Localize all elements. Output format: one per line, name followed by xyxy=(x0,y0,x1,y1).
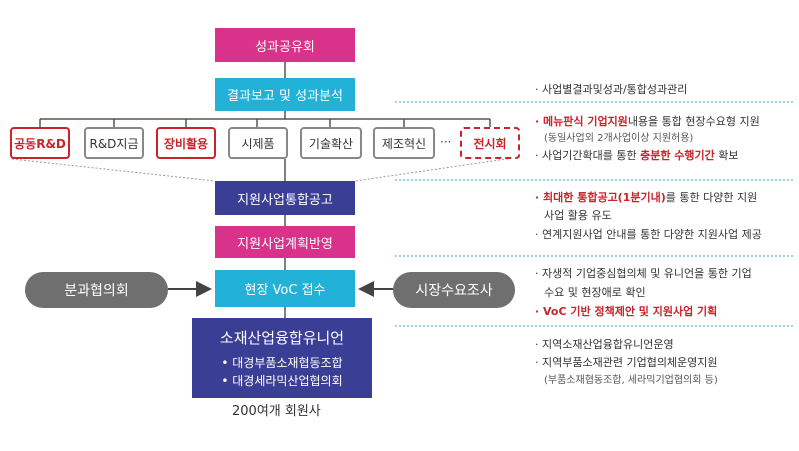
union-item: • 대경부품소재협동조합 xyxy=(221,355,343,370)
note-union-operation: · 지역소재산업융합유니언운영 xyxy=(535,338,674,351)
note-integrated-announcement: · 최대한 통합공고(1분기내)를 통한 다양한 지원 xyxy=(535,191,758,204)
item-joint-rnd: 공동R&D xyxy=(10,127,70,159)
report-analysis-box: 결과보고 및 성과분석 xyxy=(215,78,355,111)
note-period-extension: · 사업기간확대를 통한 충분한 수행기간 확보 xyxy=(535,149,739,162)
item-manufacturing-innovation: 제조혁신 xyxy=(373,127,435,159)
member-count: 200여개 회원사 xyxy=(232,404,321,419)
note-company-council-cont: 수요 및 현장애로 확인 xyxy=(544,286,646,299)
item-equipment: 장비활용 xyxy=(156,127,216,159)
item-ellipsis: ··· xyxy=(440,135,452,149)
performance-sharing-box: 성과공유회 xyxy=(215,28,355,62)
materials-union-box: 소재산업융합유니언 • 대경부품소재협동조합 • 대경세라믹산업협의회 xyxy=(192,318,372,398)
voc-intake-box: 현장 VoC 접수 xyxy=(215,270,355,307)
item-exhibition: 전시회 xyxy=(460,127,520,159)
note-results-management: · 사업별결과및성과/통합성과관리 xyxy=(535,83,688,96)
note-menu-support: · 메뉴판식 기업지원내용을 통합 현장수요형 지원 xyxy=(535,115,760,128)
item-rnd-fund: R&D지금 xyxy=(84,127,144,159)
note-voc-policy: · VoC 기반 정책제안 및 지원사업 기획 xyxy=(535,305,718,318)
plan-reflection-box: 지원사업계획반영 xyxy=(215,226,355,258)
item-prototype: 시제품 xyxy=(228,127,288,159)
market-survey-box: 시장수요조사 xyxy=(393,272,515,308)
integrated-announcement-box: 지원사업통합공고 xyxy=(215,181,355,215)
note-integrated-announcement-cont: 사업 활용 유도 xyxy=(544,209,612,222)
union-item: • 대경세라믹산업협의회 xyxy=(221,373,343,388)
note-menu-support-detail: (동일사업외 2개사업이상 지원허용) xyxy=(544,133,694,144)
item-tech-diffusion: 기술확산 xyxy=(300,127,362,159)
union-title: 소재산업융합유니언 xyxy=(219,328,345,347)
note-company-council: · 자생적 기업중심협의체 및 유니언을 통한 기업 xyxy=(535,267,752,280)
note-council-examples: (부품소재협동조합, 세라믹기업협의회 등) xyxy=(544,375,718,386)
note-linked-support: · 연계지원사업 안내를 통한 다양한 지원사업 제공 xyxy=(535,228,762,241)
note-council-support: · 지역부품소재관련 기업협의체운영지원 xyxy=(535,356,718,369)
subcommittee-box: 분과협의회 xyxy=(25,272,168,308)
